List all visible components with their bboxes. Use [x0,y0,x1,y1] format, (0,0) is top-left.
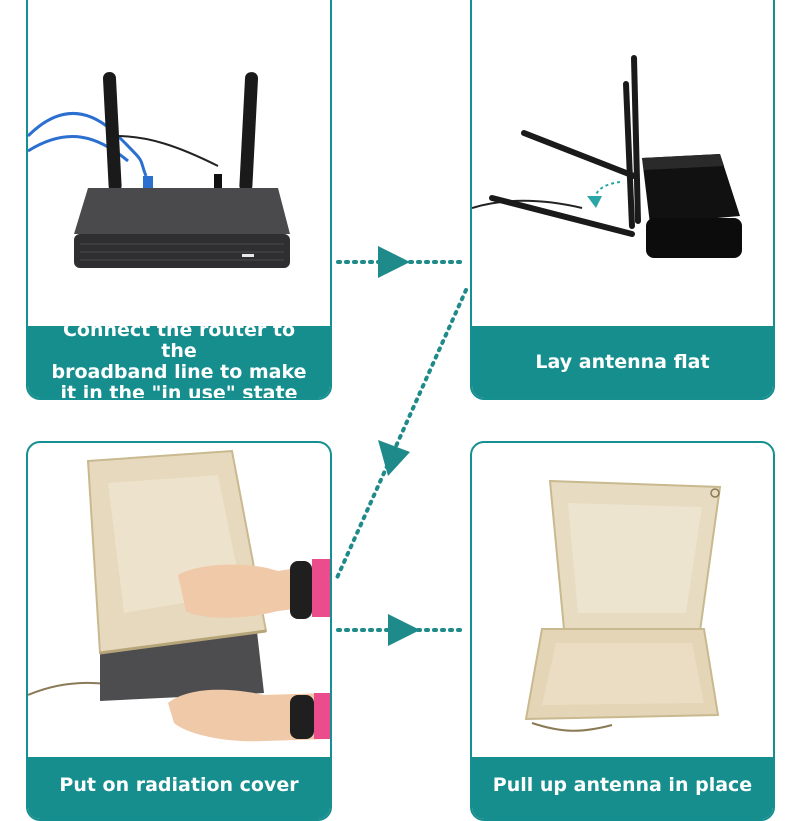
step-4-caption-line-1: Pull up antenna in place [492,774,753,796]
step-1-panel: Connect the router to the broadband line… [26,0,332,400]
step-1-photo [28,0,330,330]
step-2-caption-line-1: Lay antenna flat [535,350,710,373]
step-1-caption-line-2: broadband line to make [51,361,307,383]
step-1-caption-line-1: Connect the router to the [62,319,296,362]
arrow-step-2-to-3 [334,288,468,582]
step-1-caption-line-3: it in the "in use" state [60,382,298,400]
step-2-caption: Lay antenna flat [472,326,773,398]
step-3-caption-line-1: Put on radiation cover [59,774,299,796]
step-4-photo [472,443,773,761]
arrow-step-1-to-2 [336,246,464,278]
step-2-panel: Lay antenna flat [470,0,775,400]
step-3-photo [28,443,330,761]
step-1-caption: Connect the router to the broadband line… [28,320,330,400]
arrow-step-3-to-4 [336,614,464,646]
step-flow-arrows [334,246,468,646]
step-3-panel: Put on radiation cover [26,441,332,821]
step-2-photo [472,0,773,330]
